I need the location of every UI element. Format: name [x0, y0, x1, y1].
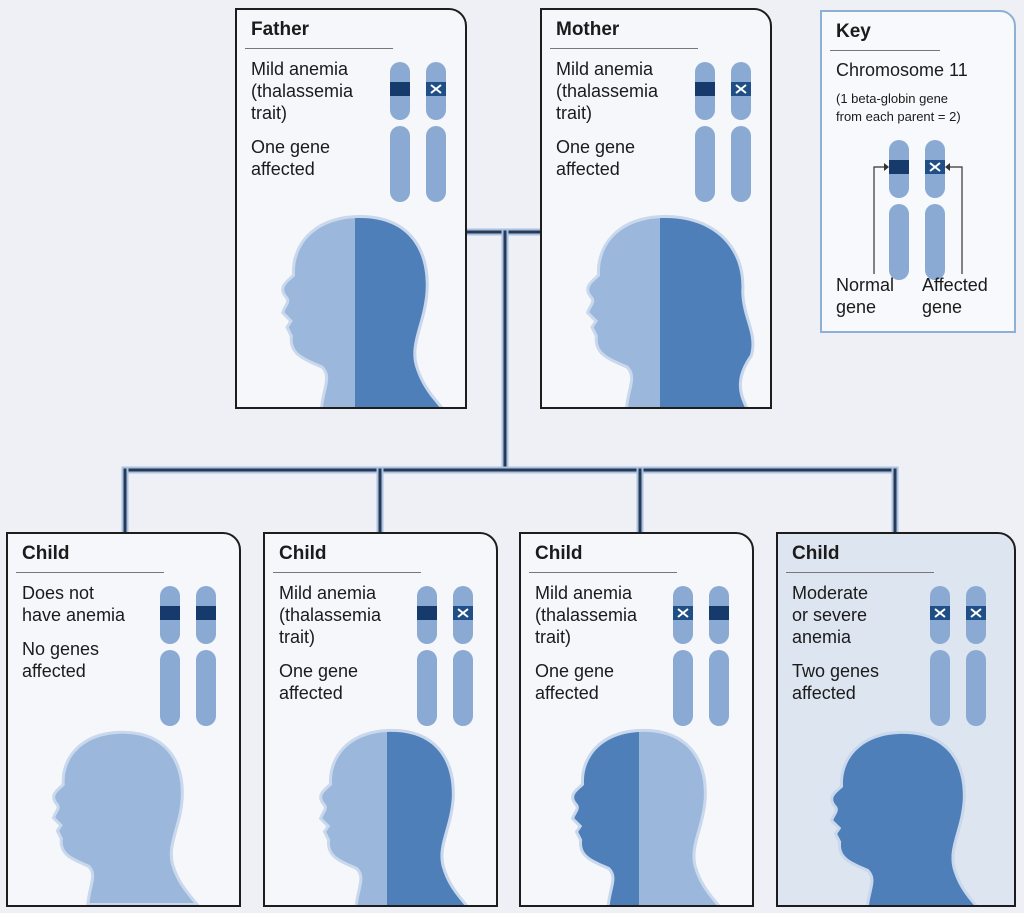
description-line: Mild anemia — [556, 59, 654, 79]
card-title: Child — [792, 543, 840, 564]
card-art — [585, 62, 755, 407]
genes-affected-line: affected — [535, 683, 599, 703]
card-title: Child — [279, 543, 327, 564]
description-line: Mild anemia — [279, 583, 377, 603]
description-line: (thalassemia — [279, 605, 382, 625]
title-rule — [529, 572, 677, 573]
description-line: trait) — [251, 103, 287, 123]
genes-affected-line: One gene — [279, 661, 359, 681]
description-line: (thalassemia — [556, 81, 659, 101]
key-chromosome-pair — [873, 140, 963, 280]
title-rule — [245, 48, 393, 49]
normal-gene-label: Normal gene — [836, 275, 895, 317]
chromosome-left — [417, 586, 437, 726]
genes-affected-line: One gene — [556, 137, 636, 157]
description-line: trait) — [279, 627, 315, 647]
chromosome-right — [966, 586, 986, 726]
normal-gene-band — [695, 82, 715, 96]
normal-gene-band — [417, 606, 437, 620]
description-line: have anemia — [22, 605, 126, 625]
genes-affected-line: No genes — [22, 639, 100, 659]
normal-gene-band — [196, 606, 216, 620]
chromosome-right — [453, 586, 473, 726]
card-title: Child — [22, 543, 70, 564]
chromosome-left — [390, 62, 410, 202]
description-line: trait) — [556, 103, 592, 123]
description-line: trait) — [535, 627, 571, 647]
card-title: Mother — [556, 19, 620, 40]
description-line: Does not — [22, 583, 95, 603]
genes-affected-line: Two genes — [792, 661, 880, 681]
card-art — [829, 586, 986, 905]
title-rule — [550, 48, 698, 49]
key-note: (1 beta-globin gene from each parent = 2… — [836, 90, 961, 126]
genes-affected-line: affected — [22, 661, 86, 681]
chromosome-left — [695, 62, 715, 202]
normal-gene-band — [889, 160, 909, 174]
genes-affected-line: One gene — [251, 137, 331, 157]
key-pointer-lines — [873, 163, 963, 274]
description-line: Mild anemia — [535, 583, 633, 603]
key-chromosome-normal — [889, 140, 909, 280]
title-rule — [16, 572, 164, 573]
chromosome-right — [731, 62, 751, 202]
title-rule — [273, 572, 421, 573]
chromosome-right — [709, 586, 729, 726]
description-line: anemia — [792, 627, 852, 647]
card-art — [570, 586, 729, 905]
key-subtitle: Chromosome 11 — [836, 60, 968, 80]
key-note-line-1: (1 beta-globin gene — [836, 91, 949, 106]
key-chromosome-affected — [925, 140, 945, 280]
chromosome-left — [673, 586, 693, 726]
card-art — [318, 586, 473, 905]
chromosome-left — [160, 586, 180, 726]
card-art — [51, 586, 216, 905]
genes-affected-line: affected — [251, 159, 315, 179]
description-line: (thalassemia — [535, 605, 638, 625]
normal-gene-band — [390, 82, 410, 96]
chromosome-left — [930, 586, 950, 726]
chromosome-right — [196, 586, 216, 726]
legend-key: Key Chromosome 11 (1 beta-globin gene fr… — [820, 10, 1016, 333]
key-note-line-2: from each parent = 2) — [836, 109, 961, 124]
title-rule — [786, 572, 934, 573]
chromosome-right — [426, 62, 446, 202]
key-title: Key — [836, 21, 871, 42]
genes-affected-line: One gene — [535, 661, 615, 681]
normal-gene-band — [160, 606, 180, 620]
card-title: Father — [251, 19, 310, 40]
genes-affected-line: affected — [792, 683, 856, 703]
key-title-rule — [830, 50, 940, 51]
card-art — [280, 62, 446, 407]
genes-affected-line: affected — [279, 683, 343, 703]
description-line: or severe — [792, 605, 868, 625]
description-line: (thalassemia — [251, 81, 354, 101]
description-line: Mild anemia — [251, 59, 349, 79]
affected-gene-label: Affected gene — [922, 275, 988, 317]
card-title: Child — [535, 543, 583, 564]
normal-gene-band — [709, 606, 729, 620]
genes-affected-line: affected — [556, 159, 620, 179]
description-line: Moderate — [792, 583, 869, 603]
